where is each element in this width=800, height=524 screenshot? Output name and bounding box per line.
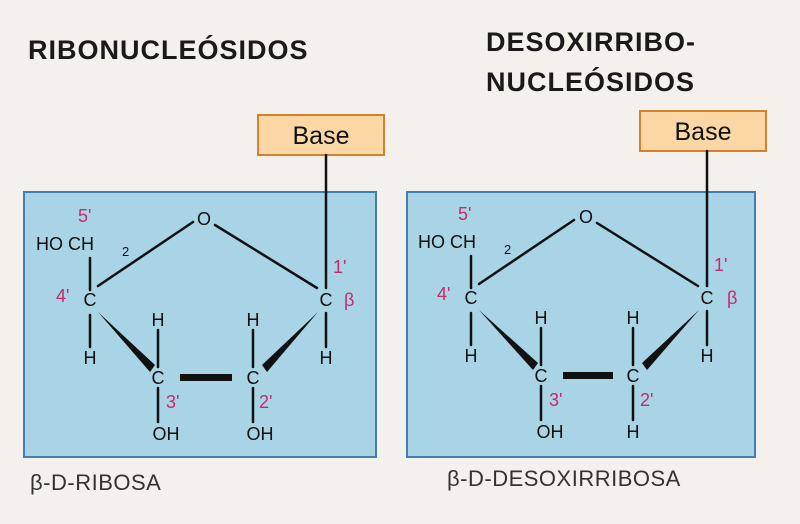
beta-symbol: β xyxy=(727,288,737,308)
beta-symbol: β xyxy=(344,290,354,310)
ring-oxygen: O xyxy=(579,207,593,227)
hydrogen-2: H xyxy=(627,308,640,328)
subscript-2: 2 xyxy=(122,244,129,259)
bond-c3-c2-bold xyxy=(563,372,613,379)
bond-c4-c3-wedge xyxy=(98,312,155,372)
position-1: 1' xyxy=(714,255,727,275)
caption-ribosa: β-D-RIBOSA xyxy=(30,470,162,495)
bond-c3-c2-bold xyxy=(180,374,232,381)
base-box xyxy=(257,114,385,156)
ring-oxygen: O xyxy=(197,209,211,229)
carbon-2: C xyxy=(627,366,640,386)
position-2: 2' xyxy=(640,390,653,410)
carbon-1: C xyxy=(701,288,714,308)
hydrogen-4: H xyxy=(465,346,478,366)
deoxyribose-panel xyxy=(406,191,756,458)
carbon-4: C xyxy=(465,288,478,308)
ribose-panel xyxy=(23,191,377,458)
ribose-structure: Base O HO CH 2 C H H C OH H C OH xyxy=(23,114,385,458)
bond-o-c1 xyxy=(213,223,319,290)
hydrogen-3: H xyxy=(152,310,165,330)
bond-c4-o xyxy=(477,218,576,286)
position-4: 4' xyxy=(437,284,450,304)
oh-2: OH xyxy=(247,424,274,444)
oh-3: OH xyxy=(537,422,564,442)
title-line-2: NUCLEÓSIDOS xyxy=(486,67,696,97)
carbon-3: C xyxy=(152,368,165,388)
carbon-2: C xyxy=(247,368,260,388)
carbon-3: C xyxy=(535,366,548,386)
bond-c4-o xyxy=(96,220,195,288)
bonds xyxy=(88,153,328,424)
position-1: 1' xyxy=(333,257,346,277)
title-desoxirribonucleosidos: DESOXIRRIBO- NUCLEÓSIDOS xyxy=(486,22,696,102)
position-2: 2' xyxy=(259,392,272,412)
position-5: 5' xyxy=(458,204,471,224)
subscript-2: 2 xyxy=(504,242,511,257)
caption-desoxirribosa: β-D-DESOXIRRIBOSA xyxy=(447,466,681,491)
carbon-4: C xyxy=(84,290,97,310)
position-3: 3' xyxy=(166,392,179,412)
title-line-1: DESOXIRRIBO- xyxy=(486,27,697,57)
hydrogen-4: H xyxy=(84,348,97,368)
hydrogen-1: H xyxy=(701,346,714,366)
ho-ch-group: HO CH xyxy=(36,234,94,254)
position-3: 3' xyxy=(549,390,562,410)
bond-c4-c3-wedge xyxy=(479,310,538,370)
base-label: Base xyxy=(293,122,350,150)
oh-3: OH xyxy=(153,424,180,444)
bond-o-c1 xyxy=(595,221,700,288)
hydrogen-1: H xyxy=(320,348,333,368)
hydrogen-2: H xyxy=(247,310,260,330)
position-5: 5' xyxy=(78,206,91,226)
bonds xyxy=(469,149,709,422)
bond-c1-c2-wedge xyxy=(262,312,318,372)
bond-c1-c2-wedge xyxy=(642,310,699,370)
hydrogen-2-lower: H xyxy=(627,422,640,442)
deoxyribose-structure: Base O HO CH 2 C H H C OH H C H xyxy=(406,110,767,458)
base-box xyxy=(639,110,767,152)
carbon-1: C xyxy=(320,290,333,310)
base-label: Base xyxy=(675,118,732,146)
ho-ch-group: HO CH xyxy=(418,232,476,252)
hydrogen-3: H xyxy=(535,308,548,328)
title-ribonucleosidos: RIBONUCLEÓSIDOS xyxy=(28,35,309,65)
position-4: 4' xyxy=(56,286,69,306)
